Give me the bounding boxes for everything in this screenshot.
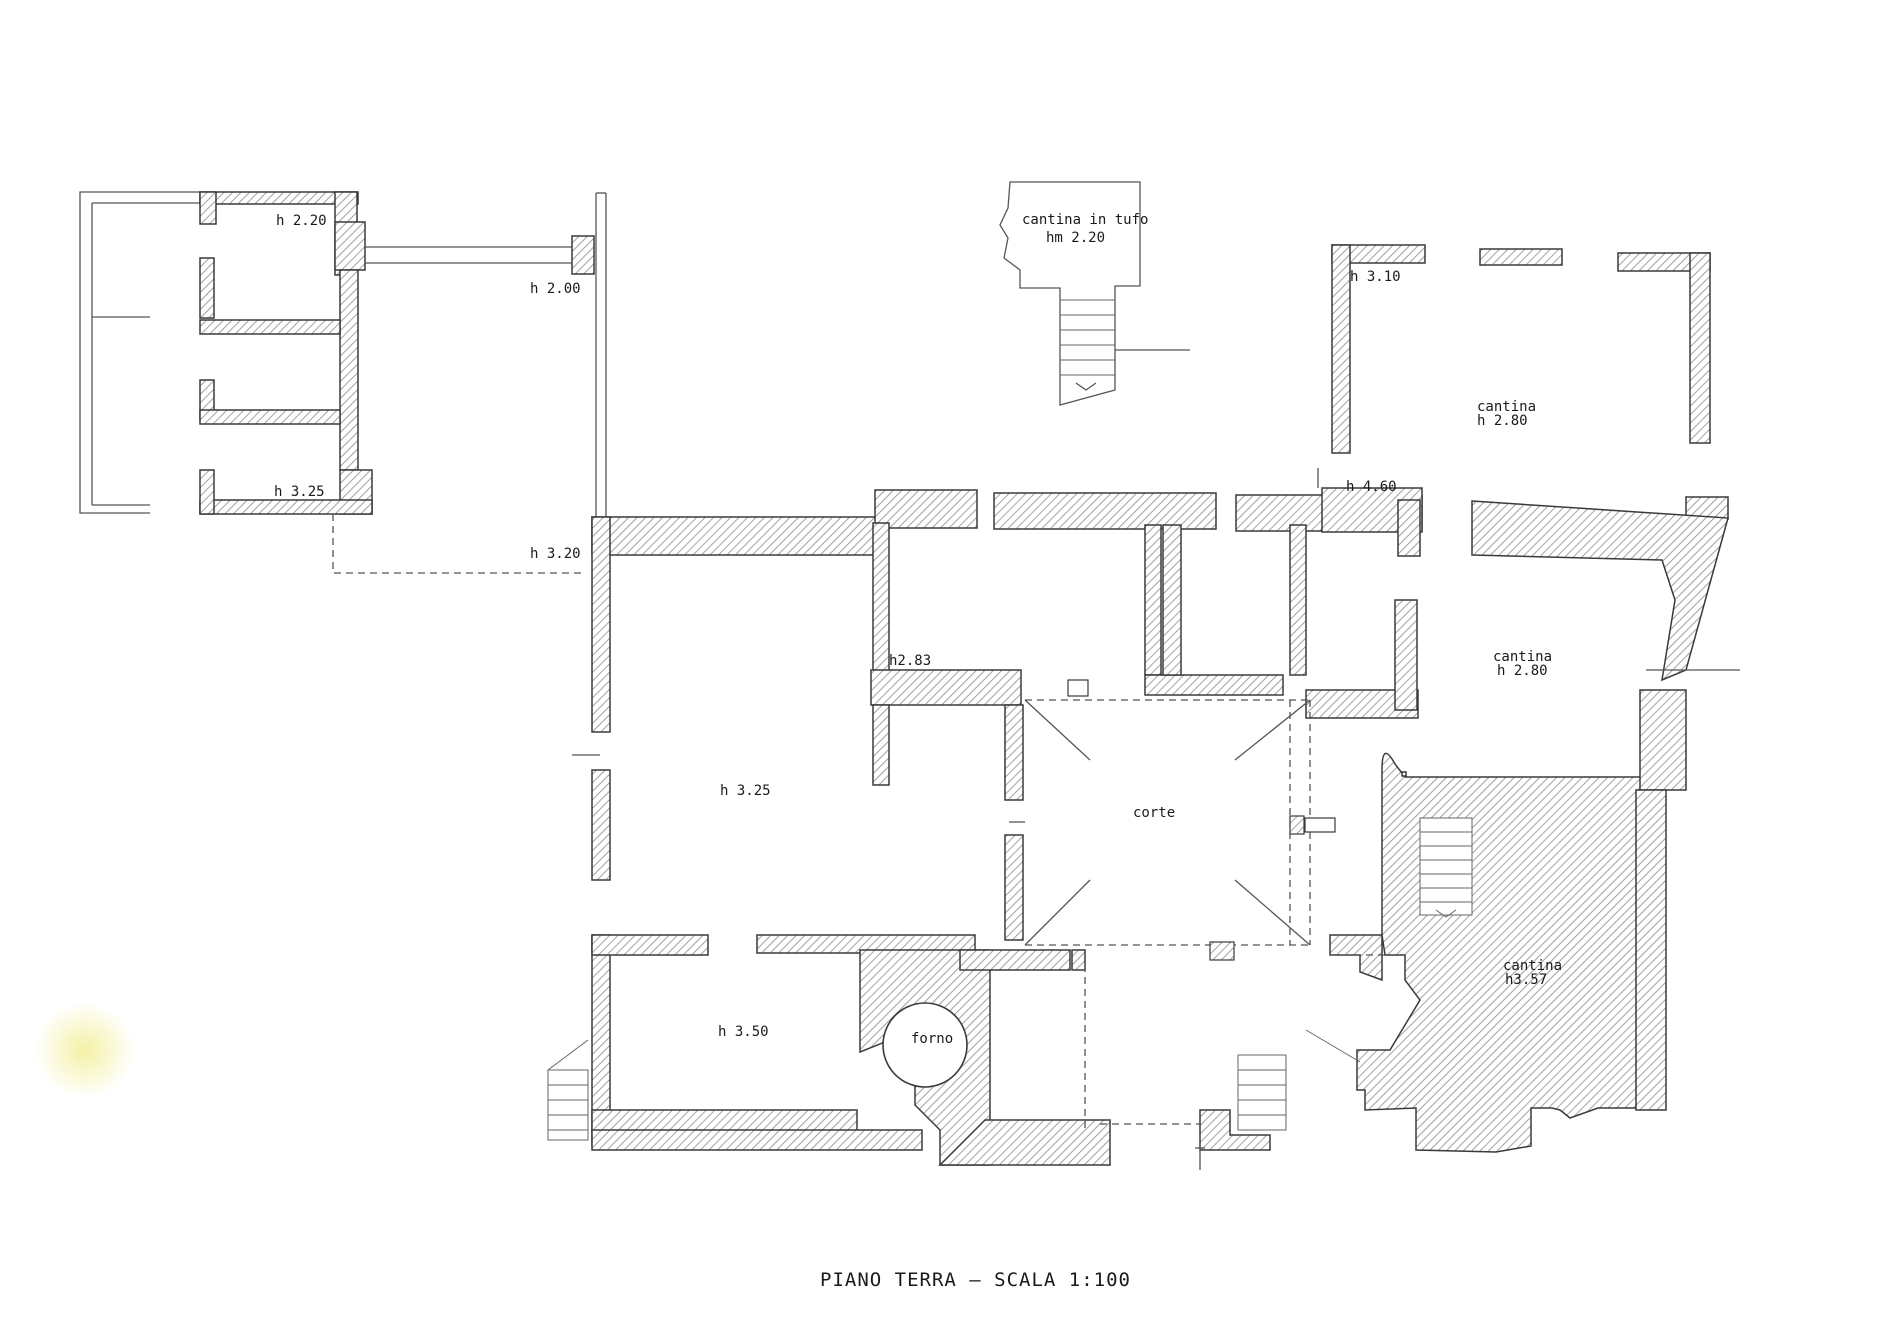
label-h220: h 2.20	[276, 213, 327, 229]
left-annex	[79, 191, 607, 574]
label-corte: corte	[1133, 805, 1175, 821]
paper-stain	[35, 1002, 135, 1098]
main-walls	[591, 244, 1729, 1166]
ref-lines	[572, 468, 1740, 1170]
label-h325-main: h 3.25	[720, 783, 771, 799]
label-h200: h 2.00	[530, 281, 581, 297]
label-cantina-2: cantina	[1493, 649, 1552, 665]
stairs	[547, 817, 1473, 1141]
label-h325-small: h 3.25	[274, 484, 325, 500]
label-h320: h 3.20	[530, 546, 581, 562]
label-cantina-1: cantina	[1477, 399, 1536, 415]
forno-oven	[882, 1002, 968, 1088]
label-cantina-3-h: h3.57	[1505, 972, 1547, 988]
label-h310: h 3.10	[1350, 269, 1401, 285]
label-cantina-2-h: h 2.80	[1497, 663, 1548, 679]
label-forno: forno	[911, 1031, 953, 1047]
label-cantina-tufo: cantina in tufo	[1022, 212, 1148, 228]
cantina-in-tufo	[999, 181, 1190, 406]
corte-courtyard	[1024, 679, 1385, 1130]
label-hm220: hm 2.20	[1046, 230, 1105, 246]
label-cantina-3: cantina	[1503, 958, 1562, 974]
room-labels: h 2.20 h 3.25 h 2.00 h 3.20 cantina in t…	[274, 212, 1562, 1047]
label-h283: h2.83	[889, 653, 931, 669]
label-cantina-1-h: h 2.80	[1477, 413, 1528, 429]
label-h460: h 4.60	[1346, 479, 1397, 495]
plan-title: PIANO TERRA – SCALA 1:100	[820, 1269, 1131, 1291]
label-h350: h 3.50	[718, 1024, 769, 1040]
